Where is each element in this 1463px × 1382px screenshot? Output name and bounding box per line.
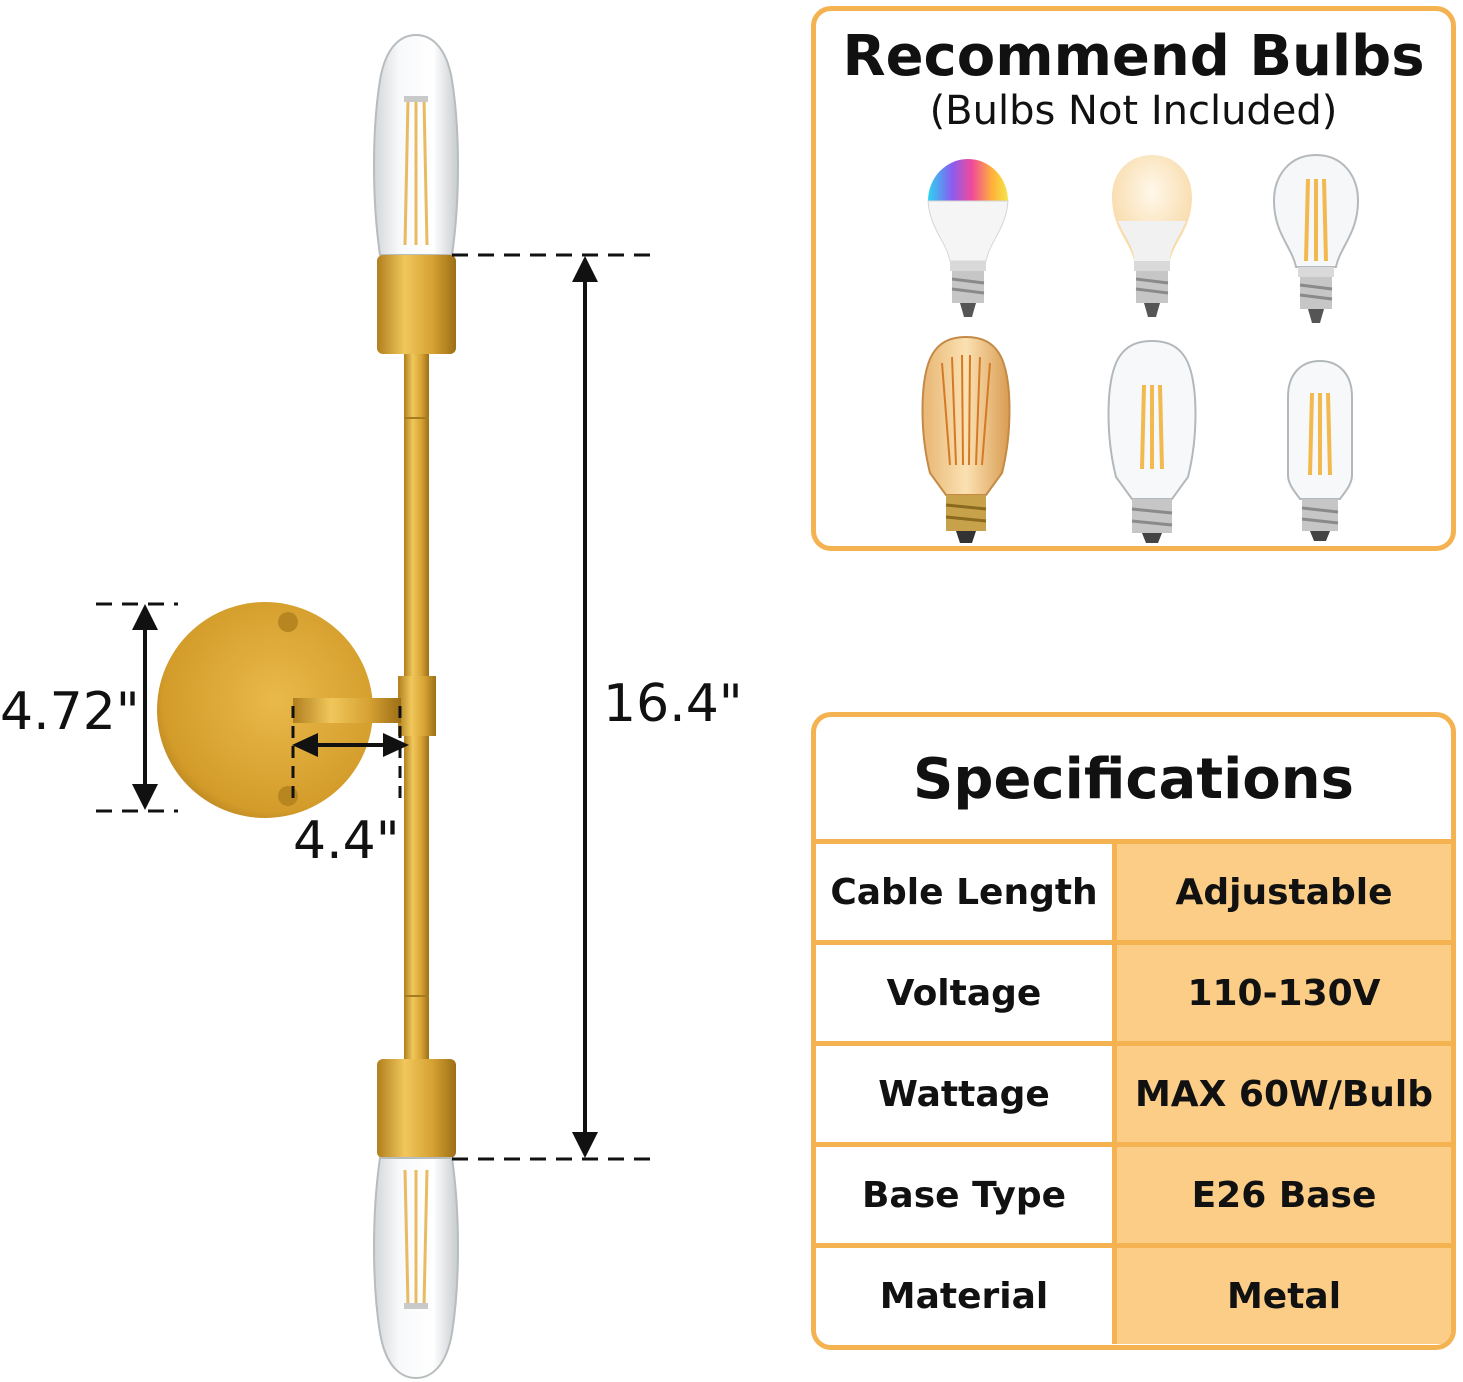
warm-frosted-bulb-icon [1112,155,1192,317]
backplate-dimension-line [96,602,178,813]
clear-t45-tube-bulb-icon [1287,359,1353,541]
table-row: Cable Length Adjustable [816,839,1451,943]
specifications-panel: Specifications Cable Length Adjustable V… [811,712,1456,1350]
extension-dimension-label: 4.4" [293,811,400,871]
spec-key: Base Type [816,1142,1117,1246]
backplate-dimension-label: 4.72" [0,682,140,742]
wall-sconce-illustration [96,33,655,1380]
spec-key: Cable Length [816,839,1117,943]
height-dimension-line [452,253,655,1161]
spec-key: Material [816,1243,1117,1344]
backplate [157,602,401,818]
spec-value: E26 Base [1114,1142,1451,1246]
clear-st64-filament-bulb-icon [1107,339,1197,543]
clear-a19-filament-bulb-icon [1272,153,1360,323]
specifications-table: Cable Length Adjustable Voltage 110-130V… [816,839,1451,1344]
rod-connector [398,676,436,736]
spec-value: Metal [1114,1243,1451,1344]
spec-key: Voltage [816,940,1117,1044]
table-row: Wattage MAX 60W/Bulb [816,1041,1451,1145]
height-dimension-label: 16.4" [603,674,743,734]
table-row: Material Metal [816,1243,1451,1344]
spec-key: Wattage [816,1041,1117,1145]
recommend-bulbs-panel: Recommend Bulbs (Bulbs Not Included) [811,6,1456,551]
rgb-smart-bulb-icon [927,159,1009,317]
bottom-bulb [373,1157,459,1380]
amber-vintage-bulb-icon [921,335,1011,543]
recommend-bulbs-subtitle: (Bulbs Not Included) [929,88,1338,134]
top-socket [377,255,456,354]
bottom-socket [377,1059,456,1158]
top-bulb [373,33,459,256]
table-row: Voltage 110-130V [816,940,1451,1044]
spec-value: 110-130V [1114,940,1451,1044]
spec-value: Adjustable [1114,839,1451,943]
extension-dimension-line [291,706,409,805]
spec-value: MAX 60W/Bulb [1114,1041,1451,1145]
recommend-bulbs-title: Recommend Bulbs [842,24,1425,89]
specifications-title: Specifications [913,747,1354,812]
table-row: Base Type E26 Base [816,1142,1451,1246]
